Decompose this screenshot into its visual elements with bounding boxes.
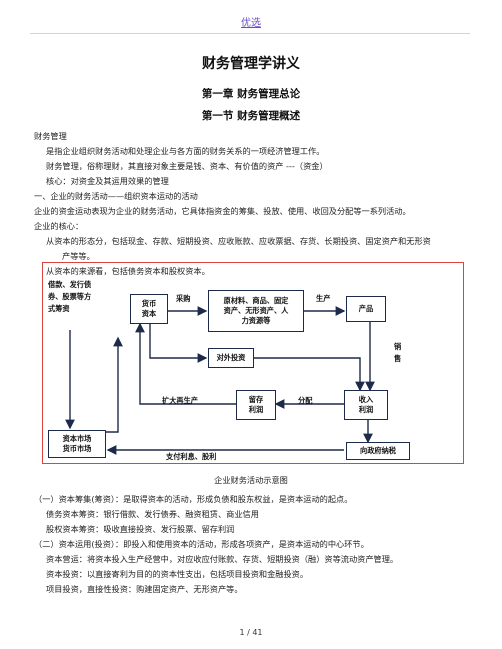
- text-line: 项目投资，直接性投资：购建固定资产、无形资产等。: [46, 584, 243, 594]
- sales-label: 销: [394, 342, 402, 351]
- tax-box-text: 向政府纳税: [360, 446, 396, 455]
- materials-box-text: 力资源等: [241, 316, 271, 325]
- text-line: （一）资本筹集(筹资）：是取得资本的活动，形成负债和股东权益，是资本运动的起点。: [34, 494, 353, 504]
- produce-label: 生产: [316, 294, 331, 303]
- text-line: 股权资本筹资：吸收直接投资、发行股票、留存利润: [46, 524, 235, 534]
- text-line: 财务管理，俗称理财，其直接对象主要是钱、资本、有价值的资产 ---（资金）: [46, 161, 328, 171]
- materials-box-text: 资产、无形资产、人: [223, 306, 289, 315]
- product-box: 产品: [346, 296, 386, 322]
- diagram-frame: [42, 262, 464, 464]
- text-line: 债务资本筹资：银行借款、发行债券、融资租赁、商业信用: [46, 509, 259, 519]
- text-line: 资本营运：将资本投入生产经营中，对应收应付账款、存货、短期投资（融）资等流动资产…: [46, 554, 399, 564]
- text-line: 从资本的来源看，包括债务资本和股权资本。: [46, 265, 210, 277]
- product-box-text: 产品: [358, 304, 374, 313]
- income-box: 收入 利润: [344, 390, 388, 420]
- borrow-label-line: 券、股票等方: [48, 292, 92, 301]
- capital-box-text: 货币: [141, 299, 157, 308]
- text-line: （二）资本运用(投资）：即投入和使用资本的活动，形成各项资产，是资本运动的中心环…: [34, 539, 369, 549]
- header-link[interactable]: 优选: [241, 18, 261, 29]
- expand-label: 扩大再生产: [162, 396, 198, 405]
- distribute-label: 分配: [298, 396, 313, 405]
- page-number: 1 / 41: [239, 628, 263, 637]
- tax-box: 向政府纳税: [346, 442, 410, 460]
- income-box-text: 利润: [358, 405, 374, 414]
- text-line: 产等等。: [62, 251, 95, 261]
- text-line: 从资本的形态分，包括现金、存款、短期投资、应收账款、应收票据、存货、长期投资、固…: [46, 236, 431, 246]
- pay-label: 支付利息、股利: [166, 452, 217, 461]
- retained-box: 留存 利润: [236, 390, 276, 420]
- borrow-label-line: 式筹资: [48, 304, 70, 313]
- materials-box-text: 原材料、商品、固定: [223, 296, 289, 305]
- text-line: 核心：对资金及其运用效果的管理: [46, 176, 169, 186]
- chapter-heading: 第一章 财务管理总论: [201, 88, 301, 100]
- document-title: 财务管理学讲义: [202, 56, 300, 72]
- retained-box-text: 利润: [248, 405, 264, 414]
- diagram-caption: 企业财务活动示意图: [214, 475, 288, 485]
- market-box: 资本市场 货币市场: [48, 430, 106, 458]
- text-line: 一、企业的财务活动——组织资本运动的活动: [34, 191, 198, 201]
- text-line: 企业的资金运动表现为企业的财务活动，它具体指资金的筹集、投放、使用、收回及分配等…: [34, 206, 411, 216]
- purchase-label: 采购: [176, 294, 191, 303]
- income-box-text: 收入: [358, 395, 374, 404]
- text-line: 企业的核心：: [34, 221, 84, 231]
- sales-label: 售: [394, 354, 402, 363]
- materials-box: 原材料、商品、固定 资产、无形资产、人 力资源等: [208, 290, 304, 332]
- header-divider: [30, 33, 470, 34]
- text-line: 是指企业组织财务活动和处理企业与各方面的财务关系的一项经济管理工作。: [46, 146, 325, 156]
- text-line: 资本投资：以直接寄利为目的的资本性支出，包括项目投资和金融投资。: [46, 569, 309, 579]
- capital-box: 货币 资本: [130, 294, 168, 324]
- retained-box-text: 留存: [248, 395, 264, 404]
- text-line: 财务管理: [34, 131, 67, 141]
- borrow-label-line: 借款、发行债: [48, 280, 92, 289]
- section-heading: 第一节 财务管理概述: [201, 110, 301, 122]
- market-box-text: 货币市场: [62, 444, 92, 453]
- market-box-text: 资本市场: [62, 434, 92, 443]
- external-invest-box: 对外投资: [208, 348, 254, 368]
- capital-box-text: 资本: [141, 309, 157, 318]
- external-invest-box-text: 对外投资: [216, 353, 246, 362]
